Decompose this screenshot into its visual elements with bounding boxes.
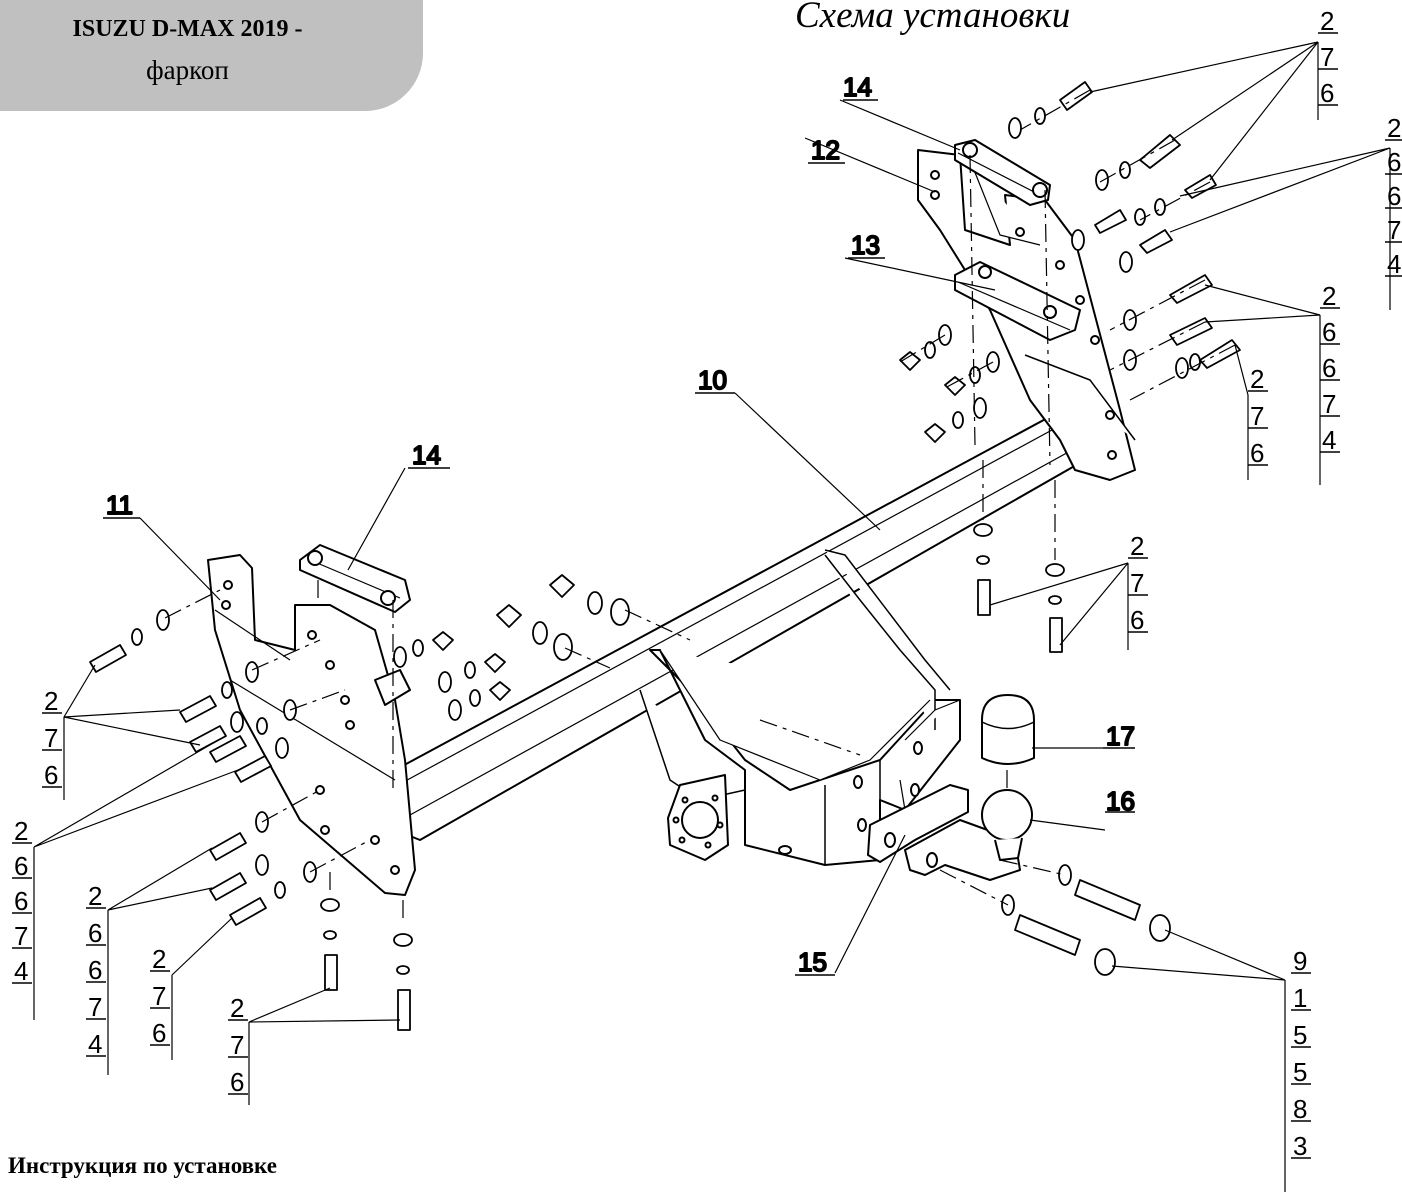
label-15: 15 <box>798 947 827 977</box>
product-title: ISUZU D-MAX 2019 - <box>72 16 303 42</box>
right-spacer-plate <box>954 261 1081 341</box>
stack-center-bolts-item: 6 <box>1130 605 1144 635</box>
fasteners <box>89 81 1241 1031</box>
label-11: 11 <box>106 490 133 520</box>
stack-left-low-item: 6 <box>88 918 102 948</box>
stack-top-right-item: 6 <box>1320 78 1334 108</box>
stack-ball-bolts-item: 1 <box>1293 983 1307 1013</box>
stack-far-right-item: 2 <box>1387 113 1401 143</box>
left-bracket-plate <box>207 554 416 896</box>
stack-left-top-item: 2 <box>44 686 58 716</box>
stack-left-top-item: 6 <box>44 760 58 790</box>
stack-ball-bolts-item: 5 <box>1293 1057 1307 1087</box>
stack-left-top-item: 7 <box>44 723 58 753</box>
stack-left-mid-item: 4 <box>14 956 28 986</box>
stack-left-small-item: 7 <box>152 981 166 1011</box>
label-17: 17 <box>1106 721 1135 751</box>
label-16: 16 <box>1106 786 1135 816</box>
stack-left-low-item: 2 <box>88 881 102 911</box>
center-lines <box>164 89 1236 920</box>
stack-right-small-item: 2 <box>1250 364 1264 394</box>
stack-right-mid-item: 6 <box>1322 353 1336 383</box>
stack-right-small-item: 7 <box>1250 401 1264 431</box>
stack-left-mid-item: 6 <box>14 886 28 916</box>
stack-ball-bolts-item: 5 <box>1293 1020 1307 1050</box>
stack-far-right-item: 6 <box>1387 181 1401 211</box>
top-clamp-bar <box>954 139 1051 206</box>
fastener-stacks: 2762667426674276276276266742667427627691… <box>12 6 1402 1161</box>
product-subtitle: фаркоп <box>146 55 229 85</box>
title-tab: ISUZU D-MAX 2019 - фаркоп <box>0 0 423 111</box>
label-10: 10 <box>698 365 727 395</box>
stack-left-mid-item: 2 <box>14 816 28 846</box>
stack-left-small-item: 2 <box>152 944 166 974</box>
label-14-top: 14 <box>843 72 872 102</box>
hitch-body <box>639 549 961 866</box>
stack-far-right-item: 7 <box>1387 215 1401 245</box>
label-14-left: 14 <box>412 440 441 470</box>
stack-ball-bolts-item: 3 <box>1293 1131 1307 1161</box>
stack-far-right-item: 6 <box>1387 147 1401 177</box>
stack-top-right-item: 7 <box>1320 42 1334 72</box>
label-13: 13 <box>851 230 880 260</box>
tow-ball <box>981 789 1033 861</box>
stack-ball-bolts-item: 9 <box>1293 946 1307 976</box>
stack-top-right-item: 2 <box>1320 6 1334 36</box>
label-underlines <box>103 99 1135 976</box>
socket-plate <box>667 774 729 861</box>
stack-left-bottom-item: 2 <box>230 993 244 1023</box>
stack-left-small-item: 6 <box>152 1018 166 1048</box>
stack-right-mid-item: 7 <box>1322 389 1336 419</box>
stack-left-mid-item: 6 <box>14 851 28 881</box>
stack-right-mid-item: 6 <box>1322 317 1336 347</box>
stack-center-bolts-item: 2 <box>1130 531 1144 561</box>
label-12: 12 <box>811 135 840 165</box>
instructions-heading: Инструкция по установке <box>8 1153 277 1178</box>
stack-left-mid-item: 7 <box>14 921 28 951</box>
diagram-heading: Схема установки <box>795 0 1071 36</box>
stack-left-low-item: 4 <box>88 1029 102 1059</box>
stack-right-mid-item: 2 <box>1322 281 1336 311</box>
ball-cap <box>981 694 1035 765</box>
stack-left-low-item: 7 <box>88 992 102 1022</box>
stack-ball-bolts-item: 8 <box>1293 1094 1307 1124</box>
left-clamp-bar <box>299 544 411 613</box>
left-small-bracket <box>374 669 411 706</box>
stack-far-right-item: 4 <box>1387 249 1401 279</box>
stack-left-bottom-item: 6 <box>230 1067 244 1097</box>
stack-right-mid-item: 4 <box>1322 425 1336 455</box>
stack-left-low-item: 6 <box>88 955 102 985</box>
stack-right-small-item: 6 <box>1250 438 1264 468</box>
stack-left-bottom-item: 7 <box>230 1030 244 1060</box>
stack-center-bolts-item: 7 <box>1130 568 1144 598</box>
